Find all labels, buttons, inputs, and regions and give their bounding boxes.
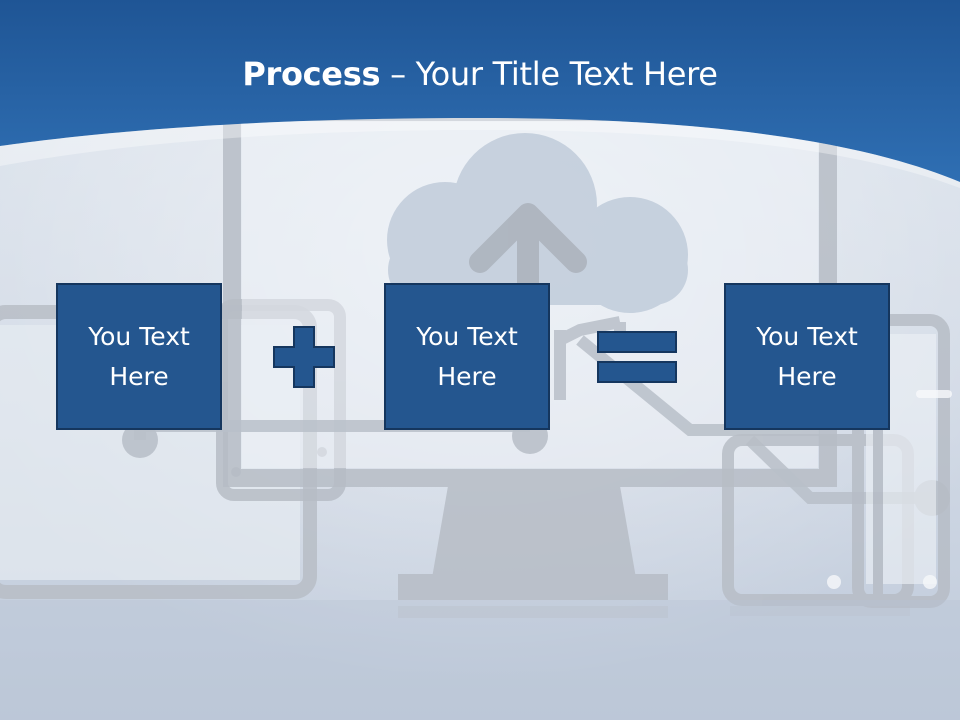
process-box-3[interactable]: You Text Here xyxy=(724,283,890,430)
process-box-3-text: You Text Here xyxy=(756,321,858,391)
header-band xyxy=(0,0,960,188)
right-device-graphic xyxy=(722,314,952,608)
title-rest-part: – Your Title Text Here xyxy=(380,55,718,93)
equals-icon xyxy=(597,331,677,383)
process-box-1-text: You Text Here xyxy=(88,321,190,391)
process-box-2[interactable]: You Text Here xyxy=(384,283,550,430)
process-box-2-text: You Text Here xyxy=(416,321,518,391)
process-box-1[interactable]: You Text Here xyxy=(56,283,222,430)
title-bold-part: Process xyxy=(242,55,381,93)
plus-icon xyxy=(273,326,335,388)
slide-title: Process – Your Title Text Here xyxy=(0,52,960,96)
